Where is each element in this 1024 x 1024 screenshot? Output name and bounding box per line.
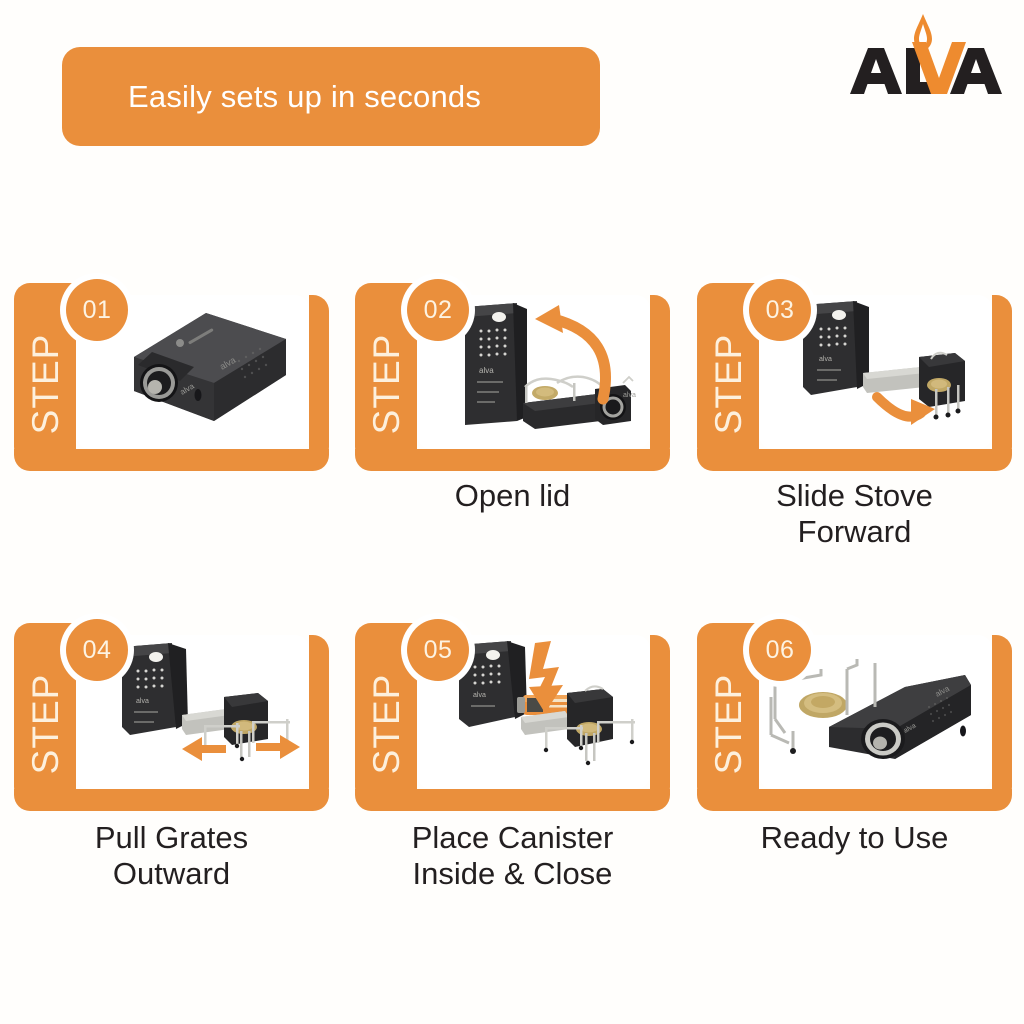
step-illustration-05: alva bbox=[417, 635, 650, 789]
step-caption-03-line1: Slide Stove bbox=[776, 478, 933, 513]
step-badge-02: 02 bbox=[407, 279, 469, 341]
step-frame-bottom-02 bbox=[355, 449, 670, 471]
step-badge-04: 04 bbox=[66, 619, 128, 681]
step-card-05[interactable]: alva bbox=[355, 613, 670, 811]
curved-arrow-right bbox=[872, 392, 935, 425]
step-illustration-03: alva bbox=[759, 295, 992, 449]
step-word-04: STEP bbox=[25, 673, 66, 775]
zigzag-arrow-down bbox=[529, 641, 563, 713]
step-caption-06-line1: Ready to Use bbox=[760, 820, 949, 855]
stove-slid-forward: alva bbox=[803, 301, 965, 420]
svg-text:alva: alva bbox=[473, 692, 486, 699]
svg-text:alva: alva bbox=[623, 392, 636, 399]
svg-text:alva: alva bbox=[819, 356, 832, 363]
step-frame-right-05 bbox=[650, 635, 670, 803]
curved-arrow-up-left bbox=[535, 305, 612, 405]
step-frame-right-04 bbox=[309, 635, 329, 803]
step-illustration-06: alva alva bbox=[759, 635, 992, 789]
logo-letter-a bbox=[850, 48, 902, 94]
step-badge-01: 01 bbox=[66, 279, 128, 341]
alva-logo-svg bbox=[850, 14, 1002, 94]
step-frame-bottom-06 bbox=[697, 789, 1012, 811]
step-card-02[interactable]: alva alva bbox=[355, 273, 670, 471]
step-frame-right-01 bbox=[309, 295, 329, 463]
double-arrow-horizontal bbox=[182, 735, 300, 761]
step-word-06: STEP bbox=[708, 673, 749, 775]
flame-inner-icon bbox=[919, 24, 927, 47]
header-banner: Easily sets up in seconds bbox=[62, 47, 600, 146]
logo-letter-a2 bbox=[950, 48, 1002, 94]
step-word-03: STEP bbox=[708, 333, 749, 435]
step-caption-04-line1: Pull Grates bbox=[94, 820, 249, 855]
step-frame-right-03 bbox=[992, 295, 1012, 463]
step-card-06[interactable]: alva alva 06 STEP bbox=[697, 613, 1012, 811]
step-caption-03: Slide Stove Forward bbox=[697, 478, 1012, 550]
step-card-01[interactable]: alva alva 01 STEP bbox=[14, 273, 329, 471]
step-card-04[interactable]: alva bbox=[14, 613, 329, 811]
logo-letter-v bbox=[912, 42, 966, 94]
step-word-02: STEP bbox=[366, 333, 407, 435]
step-illustration-01: alva alva bbox=[76, 295, 309, 449]
closed-stove-case: alva alva bbox=[134, 313, 286, 421]
step-word-05: STEP bbox=[366, 673, 407, 775]
step-frame-bottom-01 bbox=[14, 449, 329, 471]
step-frame-bottom-04 bbox=[14, 789, 329, 811]
step-badge-06: 06 bbox=[749, 619, 811, 681]
step-caption-04-line2: Outward bbox=[112, 856, 231, 891]
svg-text:alva: alva bbox=[136, 698, 149, 705]
step-badge-05: 05 bbox=[407, 619, 469, 681]
step-frame-right-06 bbox=[992, 635, 1012, 803]
svg-text:alva: alva bbox=[479, 366, 494, 375]
step-caption-05: Place Canister Inside & Close bbox=[355, 820, 670, 892]
step-caption-05-line1: Place Canister bbox=[411, 820, 614, 855]
header-banner-text: Easily sets up in seconds bbox=[128, 78, 482, 114]
step-illustration-04: alva bbox=[76, 635, 309, 789]
step-frame-bottom-05 bbox=[355, 789, 670, 811]
step-word-01: STEP bbox=[25, 333, 66, 435]
step-caption-03-line2: Forward bbox=[797, 514, 912, 549]
step-badge-03: 03 bbox=[749, 279, 811, 341]
stove-with-grates-pulled: alva bbox=[122, 643, 290, 762]
step-illustration-02: alva alva bbox=[417, 295, 650, 449]
step-caption-06: Ready to Use bbox=[697, 820, 1012, 856]
assembled-stove-ready: alva alva bbox=[769, 659, 971, 759]
step-caption-04: Pull Grates Outward bbox=[14, 820, 329, 892]
step-caption-02-line1: Open lid bbox=[454, 478, 571, 513]
step-caption-02: Open lid bbox=[355, 478, 670, 514]
alva-logo bbox=[844, 12, 1004, 100]
step-caption-05-line2: Inside & Close bbox=[412, 856, 613, 891]
step-frame-right-02 bbox=[650, 295, 670, 463]
step-frame-bottom-03 bbox=[697, 449, 1012, 471]
stove-with-lid-open: alva alva bbox=[465, 303, 636, 429]
step-card-03[interactable]: alva bbox=[697, 273, 1012, 471]
